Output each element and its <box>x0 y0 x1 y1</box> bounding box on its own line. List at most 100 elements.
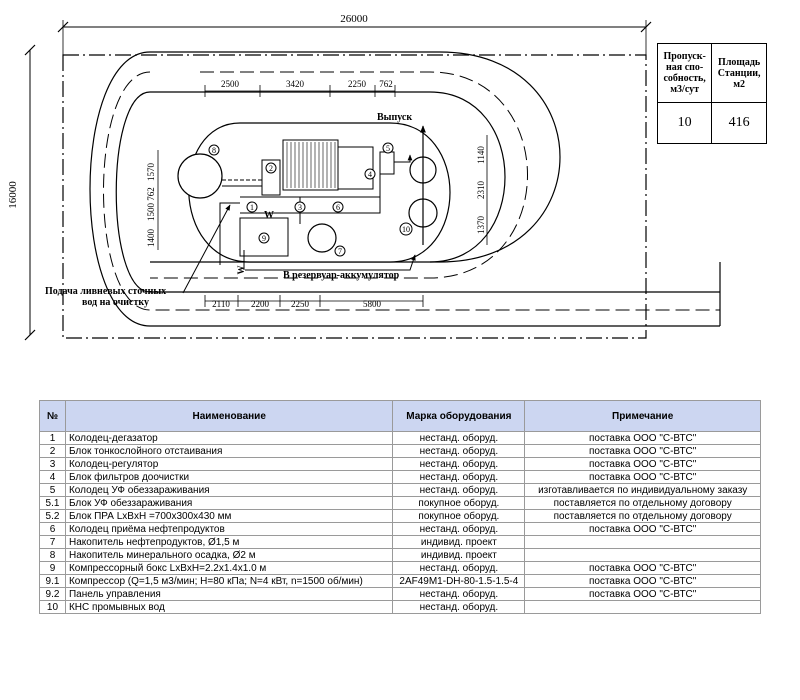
tank-label: В резервуар-аккумулятор <box>283 270 400 281</box>
row-note: поставка ООО "С-ВТС" <box>524 522 761 536</box>
marker-7: 7 <box>338 247 342 256</box>
equipment-table: № Наименование Марка оборудования Примеч… <box>39 400 761 614</box>
row-number: 3 <box>39 457 66 471</box>
outlet-label: Выпуск <box>377 112 412 123</box>
row-brand: 2AF49M1-DH-80-1.5-1.5-4 <box>392 574 526 588</box>
site-boundary <box>62 54 647 339</box>
row-brand: нестанд. оборуд. <box>392 431 526 445</box>
row-note: поставка ООО "С-ВТС" <box>524 561 761 575</box>
header-note: Примечание <box>524 400 761 432</box>
row-name: Панель управления <box>64 587 394 601</box>
road-outer-top <box>150 51 561 263</box>
marker-6: 6 <box>336 203 340 212</box>
pipes <box>219 154 416 271</box>
row-number: 9 <box>39 561 66 575</box>
marker-4: 4 <box>368 170 372 179</box>
row-name: КНС промывных вод <box>64 600 394 614</box>
row-brand: нестанд. оборуд. <box>392 587 526 601</box>
header-brand: Марка оборудования <box>392 400 526 432</box>
row-number: 4 <box>39 470 66 484</box>
marker-9: 9 <box>262 234 266 243</box>
row-number: 9.1 <box>39 574 66 588</box>
road-centerline-left <box>103 71 720 311</box>
row-name: Блок ПРА LxBxH =700x300x430 мм <box>64 509 394 523</box>
dim-bottom-4: 5800 <box>363 299 382 309</box>
area-header-line: Площадь <box>718 56 761 68</box>
area-header-line: м2 <box>733 78 746 90</box>
inlet-label-line2: вод на очистку <box>82 297 149 308</box>
row-name: Блок тонкослойного отстаивания <box>64 444 394 458</box>
capacity-table: Пропуск- ная спо- собность, м3/сут Площа… <box>656 43 767 144</box>
row-brand: нестанд. оборуд. <box>392 561 526 575</box>
site-plan-drawing: 26000 16000 2500 3420 2250 762 2 <box>7 13 721 341</box>
row-brand: покупное оборуд. <box>392 509 526 523</box>
row-name: Колодец УФ обеззараживания <box>64 483 394 497</box>
row-note: поставка ООО "С-ВТС" <box>524 574 761 588</box>
row-brand: нестанд. оборуд. <box>392 522 526 536</box>
road-lane-edge <box>115 91 720 293</box>
area-header-line: Станции, <box>717 67 761 79</box>
row-number: 8 <box>39 548 66 562</box>
row-note: поставка ООО "С-ВТС" <box>524 431 761 445</box>
site-plan: 26000 16000 2500 3420 2250 762 2 <box>7 13 767 341</box>
dim-top-3: 2250 <box>348 79 367 89</box>
row-name: Накопитель нефтепродуктов, Ø1,5 м <box>64 535 394 549</box>
marker-1: 1 <box>250 203 254 212</box>
marker-2: 2 <box>269 164 273 173</box>
inlet-leader: Подача ливневых сточных вод на очистку <box>45 204 231 308</box>
oil-tank-7 <box>307 223 337 253</box>
filter-block-4 <box>337 146 374 190</box>
overall-width-dimension: 26000 <box>57 13 652 55</box>
row-brand: нестанд. оборуд. <box>392 457 526 471</box>
row-brand: нестанд. оборуд. <box>392 470 526 484</box>
road-outer-left <box>89 51 720 327</box>
row-name: Колодец-регулятор <box>64 457 394 471</box>
row-number: 5.2 <box>39 509 66 523</box>
uv-well-5 <box>379 151 395 175</box>
row-number: 5 <box>39 483 66 497</box>
row-note <box>524 600 761 614</box>
row-note <box>524 535 761 549</box>
row-name: Компрессор (Q=1,5 м3/мин; Н=80 кПа; N=4 … <box>64 574 394 588</box>
settling-block-2 <box>282 139 339 191</box>
row-number: 1 <box>39 431 66 445</box>
row-note: поставка ООО "С-ВТС" <box>524 470 761 484</box>
dim-bottom-3: 2250 <box>291 299 310 309</box>
road-centerline <box>150 71 528 279</box>
right-dimensions: 1140 2310 1370 <box>476 135 488 245</box>
row-brand: покупное оборуд. <box>392 496 526 510</box>
capacity-header-line: м3/сут <box>670 84 700 95</box>
dim-right-2: 2310 <box>476 181 486 200</box>
top-dimensions: 2500 3420 2250 762 <box>204 79 396 97</box>
left-dimensions: 1570 762 1500 1400 <box>146 150 159 250</box>
row-note: поставляется по отдельному договору <box>524 509 761 523</box>
dim-bottom-1: 2110 <box>212 299 230 309</box>
marker-3: 3 <box>298 203 302 212</box>
dim-left-1: 1570 <box>146 163 156 182</box>
marker-8: 8 <box>212 146 216 155</box>
row-name: Накопитель минерального осадка, Ø2 м <box>64 548 394 562</box>
row-name: Колодец-дегазатор <box>64 431 394 445</box>
row-name: Блок фильтров доочистки <box>64 470 394 484</box>
row-note: поставка ООО "С-ВТС" <box>524 457 761 471</box>
header-name: Наименование <box>64 400 394 432</box>
sediment-tank-8 <box>177 153 223 199</box>
table-header-row: № Наименование Марка оборудования Примеч… <box>39 400 761 432</box>
row-note: поставка ООО "С-ВТС" <box>524 444 761 458</box>
area-header: Площадь Станции, м2 <box>711 43 767 103</box>
capacity-header: Пропуск- ная спо- собность, м3/сут <box>656 43 713 103</box>
row-name: Компрессорный бокс LxBxH=2.2x1.4x1.0 м <box>64 561 394 575</box>
